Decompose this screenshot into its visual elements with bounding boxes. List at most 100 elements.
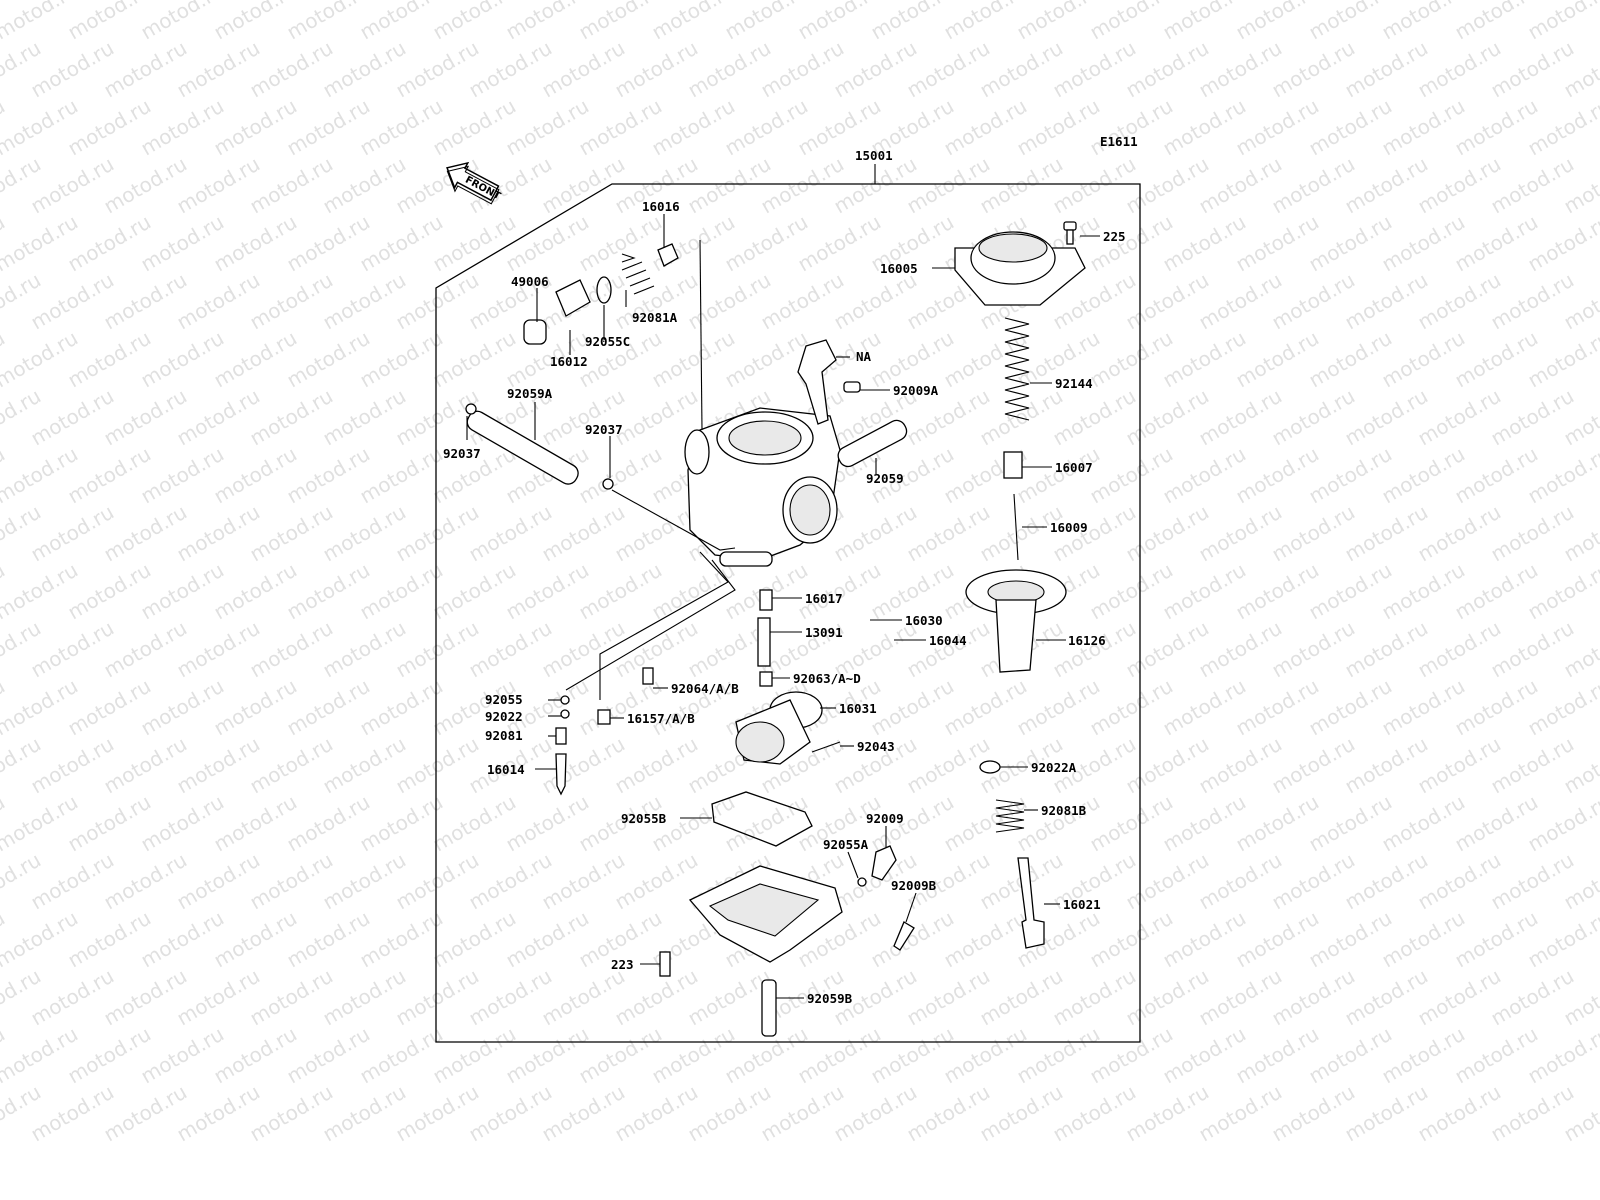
watermark-text: motod.ru — [575, 442, 666, 509]
label-16021: 16021 — [1063, 897, 1101, 912]
watermark-text: motod.ru — [1305, 790, 1396, 857]
watermark-text: motod.ru — [1414, 848, 1505, 915]
watermark-text: motod.ru — [1159, 210, 1250, 277]
watermark-text: motod.ru — [465, 36, 556, 103]
watermark-text: motod.ru — [1159, 790, 1250, 857]
watermark-text: motod.ru — [1122, 1080, 1213, 1147]
watermark-text: motod.ru — [173, 152, 264, 219]
needle-16009 — [1013, 493, 1019, 561]
watermark-text: motod.ru — [1122, 268, 1213, 335]
watermark-text: motod.ru — [1049, 36, 1140, 103]
watermark-text: motod.ru — [173, 1080, 264, 1147]
label-92009: 92009 — [866, 811, 904, 826]
watermark-text: motod.ru — [1268, 848, 1359, 915]
label-16044: 16044 — [929, 633, 967, 648]
watermark-text: motod.ru — [1487, 964, 1578, 1031]
watermark-text: motod.ru — [538, 848, 629, 915]
label-92055C: 92055C — [585, 334, 630, 349]
watermark-text: motod.ru — [1414, 964, 1505, 1031]
watermark-text: motod.ru — [356, 210, 447, 277]
watermark-text: motod.ru — [210, 674, 301, 741]
watermark-text: motod.ru — [100, 384, 191, 451]
watermark-text: motod.ru — [246, 848, 337, 915]
watermark-text: motod.ru — [210, 790, 301, 857]
label-92144: 92144 — [1055, 376, 1093, 391]
watermark-text: motod.ru — [1268, 152, 1359, 219]
watermark-text: motod.ru — [100, 500, 191, 567]
watermark-text: motod.ru — [1195, 732, 1286, 799]
watermark-text: motod.ru — [100, 268, 191, 335]
watermark-text: motod.ru — [64, 674, 155, 741]
watermark-text: motod.ru — [210, 326, 301, 393]
watermark-text: motod.ru — [137, 906, 228, 973]
watermark-text: motod.ru — [1305, 442, 1396, 509]
watermark-text: motod.ru — [1159, 94, 1250, 161]
watermark-text: motod.ru — [465, 848, 556, 915]
watermark-text: motod.ru — [575, 210, 666, 277]
watermark-text: motod.ru — [1451, 210, 1542, 277]
watermark-text: motod.ru — [1451, 790, 1542, 857]
watermark-text: motod.ru — [830, 36, 921, 103]
watermark-text: motod.ru — [1451, 94, 1542, 161]
watermark-text: motod.ru — [1378, 94, 1469, 161]
watermark-text: motod.ru — [1378, 442, 1469, 509]
hose-92059 — [837, 419, 908, 468]
watermark-text: motod.ru — [1086, 1022, 1177, 1089]
watermark-text: motod.ru — [538, 616, 629, 683]
diaphragm-16126 — [965, 569, 1067, 673]
watermark-text: motod.ru — [1122, 152, 1213, 219]
watermark-text: motod.ru — [27, 36, 118, 103]
spring-92081 — [555, 727, 567, 745]
watermark-text: motod.ru — [283, 442, 374, 509]
watermark-text: motod.ru — [611, 616, 702, 683]
watermark-text: motod.ru — [465, 1080, 556, 1147]
spring-92081A — [621, 253, 655, 295]
watermark-text: motod.ru — [903, 152, 994, 219]
watermark-text: motod.ru — [246, 732, 337, 799]
watermark-text: motod.ru — [1414, 732, 1505, 799]
watermark-text: motod.ru — [319, 152, 410, 219]
label-16030: 16030 — [905, 613, 943, 628]
label-16157: 16157/A/B — [627, 711, 695, 726]
watermark-text: motod.ru — [1086, 210, 1177, 277]
watermark-text: motod.ru — [538, 152, 629, 219]
watermark-text: motod.ru — [392, 1080, 483, 1147]
watermark-text: motod.ru — [1268, 964, 1359, 1031]
watermark-text: motod.ru — [429, 906, 520, 973]
watermark-text: motod.ru — [1232, 94, 1323, 161]
watermark-text: motod.ru — [356, 674, 447, 741]
watermark-text: motod.ru — [64, 790, 155, 857]
watermark-text: motod.ru — [465, 616, 556, 683]
watermark-text: motod.ru — [1305, 210, 1396, 277]
watermark-text: motod.ru — [1086, 442, 1177, 509]
jet-92064 — [642, 667, 654, 685]
label-92009B: 92009B — [891, 878, 937, 893]
watermark-text: motod.ru — [1049, 1080, 1140, 1147]
watermark-text: motod.ru — [210, 442, 301, 509]
watermark-text: motod.ru — [1195, 616, 1286, 683]
jet-16157 — [597, 709, 611, 725]
watermark-text: motod.ru — [319, 848, 410, 915]
watermark-text: motod.ru — [1086, 790, 1177, 857]
watermark-text: motod.ru — [1378, 674, 1469, 741]
watermark-text: motod.ru — [976, 36, 1067, 103]
watermark-text: motod.ru — [246, 1080, 337, 1147]
label-92009A: 92009A — [893, 383, 939, 398]
watermark-text: motod.ru — [1122, 848, 1213, 915]
ring-92055C — [596, 276, 612, 304]
watermark-text: motod.ru — [648, 1022, 739, 1089]
watermark-text: motod.ru — [1232, 790, 1323, 857]
watermark-text: motod.ru — [319, 384, 410, 451]
watermark-text: motod.ru — [1341, 848, 1432, 915]
watermark-text: motod.ru — [575, 558, 666, 625]
watermark-text: motod.ru — [1305, 94, 1396, 161]
label-92043: 92043 — [857, 739, 895, 754]
watermark-text: motod.ru — [648, 326, 739, 393]
watermark-text: motod.ru — [392, 616, 483, 683]
watermark-text: motod.ru — [757, 1080, 848, 1147]
watermark-text: motod.ru — [1341, 268, 1432, 335]
label-92081B: 92081B — [1041, 803, 1087, 818]
watermark-text: motod.ru — [976, 1080, 1067, 1147]
watermark-text: motod.ru — [210, 1022, 301, 1089]
watermark-text: motod.ru — [100, 964, 191, 1031]
